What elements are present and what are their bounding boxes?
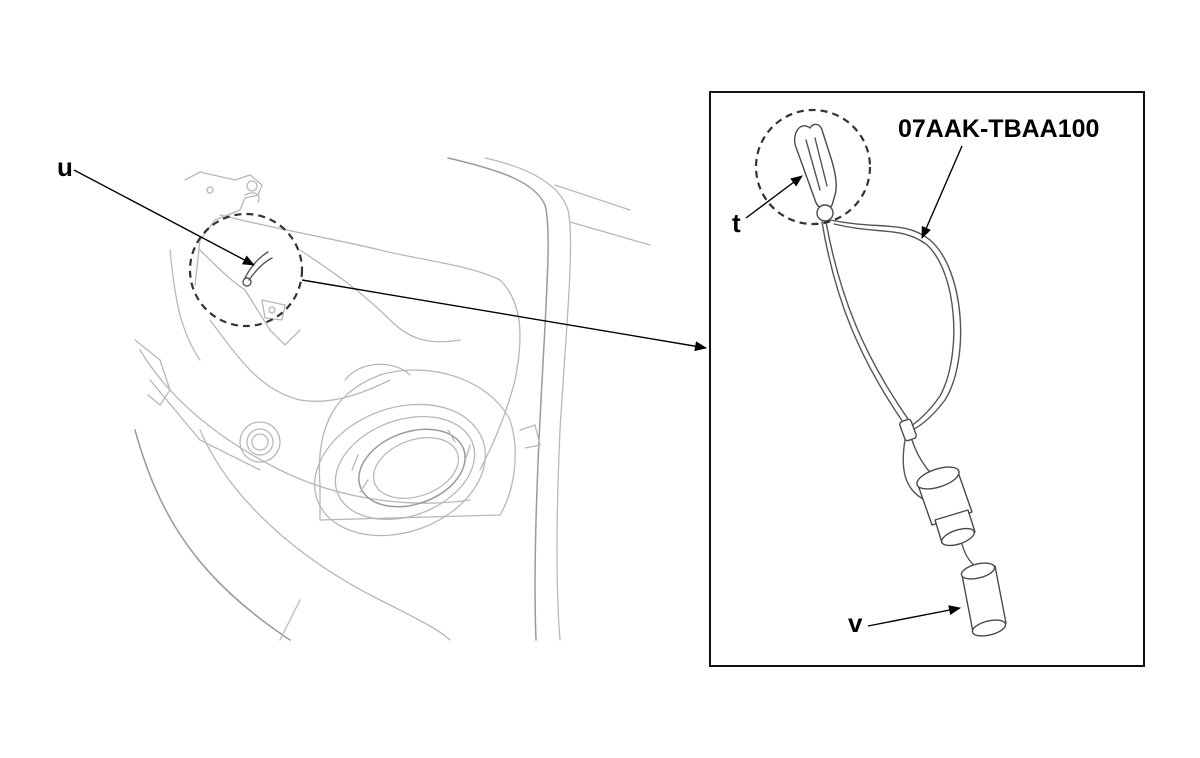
detail-arrow (301, 279, 707, 352)
special-tool-tether (793, 123, 1007, 637)
callout-v: v (848, 608, 863, 638)
callout-t: t (732, 208, 741, 238)
leader-t (745, 175, 803, 219)
vehicle-tether-attachment (242, 251, 273, 287)
tool-number-label: 07AAK-TBAA100 (898, 115, 1099, 143)
detail-circle-t (754, 108, 872, 226)
leader-u (73, 169, 255, 266)
detail-box (709, 91, 1145, 667)
detail-circle-u (188, 212, 304, 328)
leader-tool-number (921, 145, 963, 239)
vehicle-body-illustration (134, 157, 651, 641)
callout-u: u (57, 152, 73, 182)
leader-v (867, 605, 961, 627)
